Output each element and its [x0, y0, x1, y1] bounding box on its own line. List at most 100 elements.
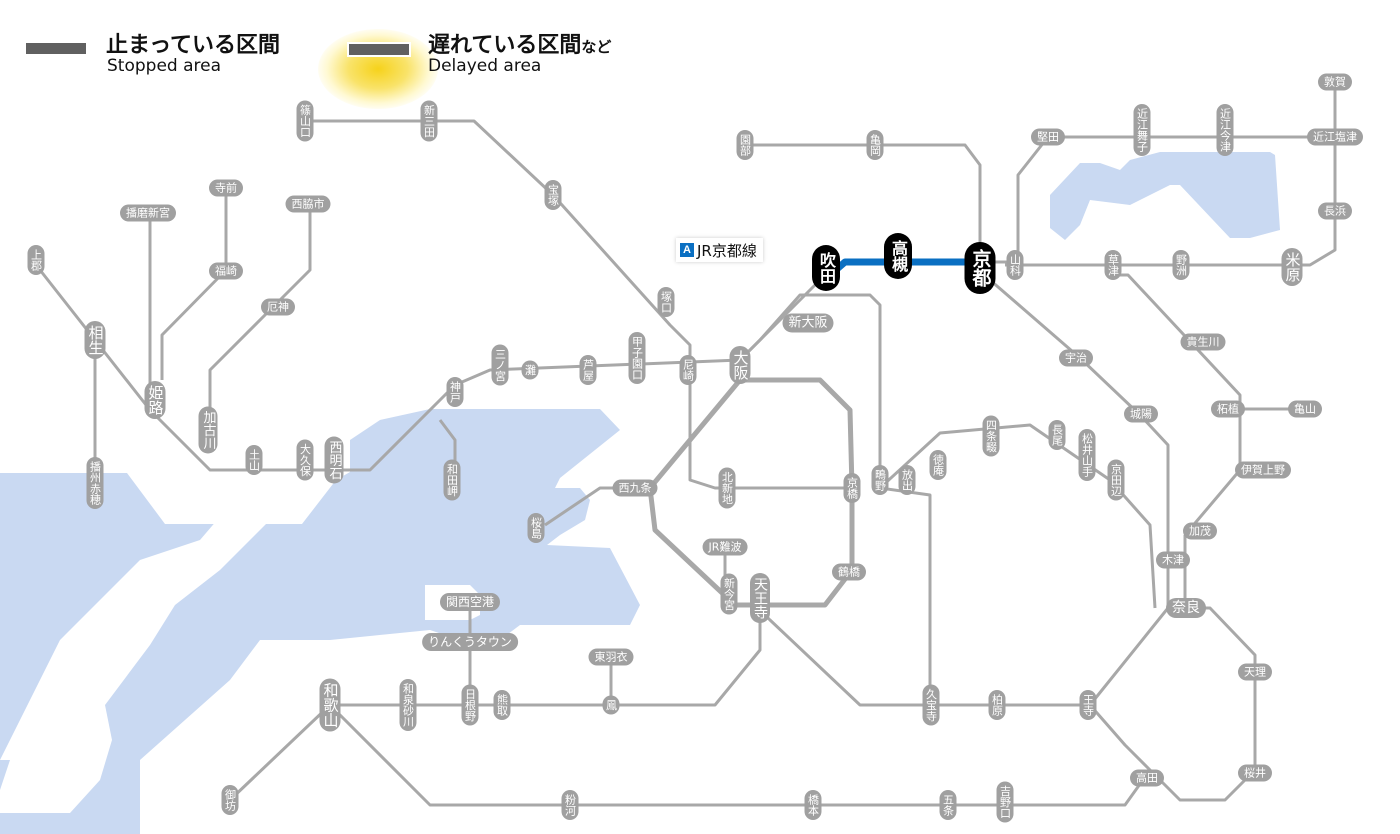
station-wadamisaki[interactable]: 和田岬 — [443, 459, 461, 501]
station-tsukaguchi[interactable]: 塚口 — [657, 287, 675, 317]
station-nagao[interactable]: 長尾 — [1048, 420, 1066, 450]
station-maibara[interactable]: 米原 — [1281, 248, 1303, 286]
station-jrnamba[interactable]: JR難波 — [702, 538, 748, 556]
station-tsuchiyama[interactable]: 土山 — [245, 445, 263, 475]
station-uji[interactable]: 宇治 — [1059, 349, 1093, 367]
station-amagasaki[interactable]: 尼崎 — [679, 355, 697, 385]
stopped-legend-label-en: Stopped area — [107, 56, 222, 76]
station-hineno[interactable]: 日根野 — [461, 684, 479, 726]
station-tokuan[interactable]: 徳庵 — [929, 450, 947, 480]
station-tenri[interactable]: 天理 — [1238, 663, 1272, 681]
track-kisei — [228, 703, 332, 802]
station-fukusaki[interactable]: 福崎 — [209, 262, 243, 280]
station-rinkutown[interactable]: りんくうタウン — [422, 633, 518, 651]
station-harimashingu[interactable]: 播磨新宮 — [120, 204, 176, 222]
station-tsuruga[interactable]: 敦賀 — [1318, 73, 1352, 91]
station-igaueno[interactable]: 伊賀上野 — [1235, 461, 1291, 479]
line-label[interactable]: A JR京都線 — [676, 238, 763, 262]
station-sakurajima[interactable]: 桜島 — [527, 513, 545, 543]
station-kibukawa[interactable]: 貴生川 — [1180, 333, 1226, 351]
station-shinimamiya[interactable]: 新今宮 — [720, 573, 738, 615]
station-wakayama[interactable]: 和歌山 — [319, 678, 341, 732]
station-sasayamaguchi[interactable]: 篠山口 — [296, 100, 314, 142]
station-gobo[interactable]: 御坊 — [221, 785, 239, 815]
water — [0, 152, 1280, 834]
station-takarazuka[interactable]: 宝塚 — [544, 180, 562, 210]
station-gojo[interactable]: 五条 — [939, 790, 957, 820]
station-shijonawate[interactable]: 四条畷 — [982, 415, 1000, 457]
station-nagahama[interactable]: 長浜 — [1318, 202, 1352, 220]
lake-biwa — [1050, 152, 1280, 240]
station-kyobashi[interactable]: 京橋 — [843, 473, 861, 503]
stopped-legend-swatch — [26, 43, 86, 54]
station-koshienguchi[interactable]: 甲子園口 — [628, 332, 646, 384]
station-kumatori[interactable]: 熊取 — [493, 690, 511, 720]
station-kobe[interactable]: 神戸 — [446, 377, 464, 407]
osaka-bay — [0, 409, 640, 834]
station-shigino[interactable]: 鴫野 — [871, 465, 889, 495]
station-kyuhoji[interactable]: 久宝寺 — [922, 684, 940, 726]
station-sonobe[interactable]: 園部 — [736, 130, 754, 160]
station-tsuruhashi[interactable]: 鶴橋 — [832, 563, 866, 581]
station-nishiwakishi[interactable]: 西脇市 — [285, 195, 331, 213]
station-tennoji[interactable]: 天王寺 — [750, 573, 770, 623]
station-kizu[interactable]: 木津 — [1156, 551, 1190, 569]
station-matsuiyamate[interactable]: 松井山手 — [1078, 429, 1096, 481]
station-banshuako[interactable]: 播州赤穂 — [86, 457, 104, 509]
station-joyo[interactable]: 城陽 — [1124, 405, 1158, 423]
station-tsuge[interactable]: 柘植 — [1211, 400, 1245, 418]
station-nishikujo[interactable]: 西九条 — [612, 479, 658, 497]
track-bantan — [160, 190, 228, 380]
station-kitashinchi[interactable]: 北新地 — [718, 467, 736, 509]
station-aioi[interactable]: 相生 — [84, 321, 106, 359]
station-hanaten[interactable]: 放出 — [898, 465, 916, 495]
station-kusatsu[interactable]: 草津 — [1104, 250, 1122, 280]
track-fukuchiyama — [305, 119, 850, 490]
line-name: JR京都線 — [697, 241, 757, 260]
stopped-legend-label: 止まっている区間 — [106, 33, 281, 58]
station-nada[interactable]: 灘 — [521, 360, 539, 380]
station-kyoto[interactable]: 京都 — [964, 242, 996, 294]
station-shinosaka[interactable]: 新大阪 — [782, 313, 834, 333]
station-kamo[interactable]: 加茂 — [1183, 522, 1217, 540]
track-kosei-branch — [1016, 136, 1050, 265]
station-otori[interactable]: 鳳 — [602, 695, 620, 715]
station-nara[interactable]: 奈良 — [1166, 598, 1206, 618]
station-kashiwara[interactable]: 柏原 — [988, 690, 1006, 720]
station-hashimoto[interactable]: 橋本 — [804, 790, 822, 820]
station-suita[interactable]: 吹田 — [812, 245, 840, 291]
station-teramae[interactable]: 寺前 — [209, 179, 243, 197]
station-takatsuki[interactable]: 高槻 — [884, 233, 912, 279]
station-omiimazu[interactable]: 近江今津 — [1216, 104, 1234, 156]
station-yasu[interactable]: 野洲 — [1172, 250, 1190, 280]
station-izumisunagawa[interactable]: 和泉砂川 — [399, 679, 417, 731]
station-kameoka[interactable]: 亀岡 — [866, 130, 884, 160]
station-kamigori[interactable]: 上郡 — [27, 245, 45, 275]
station-kansaiairport[interactable]: 関西空港 — [439, 593, 501, 611]
station-shinsanda[interactable]: 新三田 — [420, 100, 438, 142]
station-okubo[interactable]: 大久保 — [296, 439, 314, 481]
station-oji[interactable]: 王寺 — [1079, 690, 1097, 720]
track-wakayama — [328, 703, 1152, 807]
station-kyotanabe[interactable]: 京田辺 — [1107, 459, 1125, 501]
track-osaka-loop — [647, 377, 855, 608]
station-ashiya[interactable]: 芦屋 — [579, 355, 597, 385]
osaka-loop — [647, 377, 855, 608]
station-omishiotsu[interactable]: 近江塩津 — [1307, 128, 1363, 146]
station-sakurai[interactable]: 桜井 — [1238, 764, 1272, 782]
station-yoshinoguchi[interactable]: 吉野口 — [996, 781, 1014, 823]
station-omimaiko[interactable]: 近江舞子 — [1133, 104, 1151, 156]
station-takada[interactable]: 高田 — [1130, 769, 1164, 787]
station-kokawa[interactable]: 粉河 — [561, 790, 579, 820]
station-katata[interactable]: 堅田 — [1031, 128, 1065, 146]
station-kameyama[interactable]: 亀山 — [1288, 400, 1322, 418]
station-yamashina[interactable]: 山科 — [1006, 250, 1024, 280]
station-himeji[interactable]: 姫路 — [144, 381, 166, 419]
station-osaka[interactable]: 大阪 — [729, 346, 751, 384]
station-sannomiya[interactable]: 三ノ宮 — [491, 344, 509, 386]
station-kakogawa[interactable]: 加古川 — [198, 406, 218, 454]
station-yakujin[interactable]: 厄神 — [261, 298, 295, 316]
station-nishiakashi[interactable]: 西明石 — [324, 436, 344, 484]
station-higashihagoromo[interactable]: 東羽衣 — [588, 648, 634, 666]
